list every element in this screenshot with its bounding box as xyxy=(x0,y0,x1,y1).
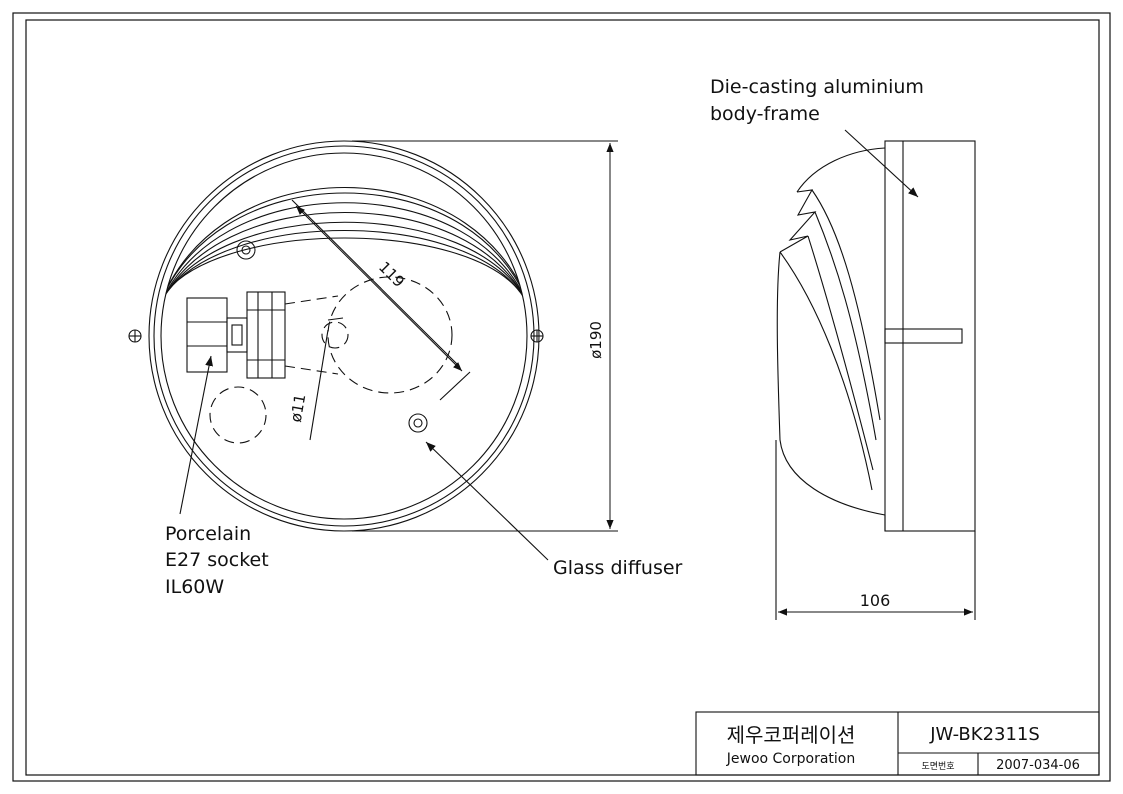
front-view xyxy=(128,140,618,561)
socket-label: Porcelain E27 socket IL60W xyxy=(165,523,275,598)
outer-border xyxy=(12,12,1111,782)
mounting-tab xyxy=(884,328,963,344)
body-label: Die-casting aluminium body-frame xyxy=(710,76,930,125)
outer-ring xyxy=(148,140,540,532)
drawing-number-label: 도면번호 xyxy=(921,761,954,772)
leader-diffuser xyxy=(425,441,549,561)
body-label-line1: Die-casting aluminium xyxy=(710,76,924,98)
bulb-length-dimension: 119 xyxy=(375,258,408,291)
guard-bars xyxy=(161,187,527,331)
screw-right xyxy=(530,329,544,343)
socket xyxy=(186,291,286,379)
socket-label-line3: IL60W xyxy=(165,576,224,598)
company-english: Jewoo Corporation xyxy=(726,751,855,767)
socket-dashed-circle xyxy=(209,386,267,444)
diffuser-edge xyxy=(160,152,528,520)
diffuser-dome xyxy=(776,251,886,516)
depth-dimension: 106 xyxy=(860,591,891,610)
title-block xyxy=(695,711,1100,776)
diffuser-label: Glass diffuser xyxy=(553,557,683,579)
diameter-dimension: ø190 xyxy=(587,321,605,359)
socket-label-line1: Porcelain xyxy=(165,523,251,545)
model-number: JW-BK2311S xyxy=(929,724,1040,745)
screw-left xyxy=(128,329,142,343)
leader-body xyxy=(844,129,919,198)
inner-border xyxy=(25,19,1100,776)
drawing-number: 2007-034-06 xyxy=(996,758,1080,773)
body-label-line2: body-frame xyxy=(710,103,820,125)
leader-socket xyxy=(179,355,213,515)
bulb xyxy=(284,276,453,394)
bulb-neck-dimension: ø11 xyxy=(287,393,310,424)
mounting-hole-top xyxy=(236,240,256,260)
mounting-hole-bottom xyxy=(408,413,428,433)
company-korean: 제우코퍼레이션 xyxy=(727,723,856,747)
socket-label-line2: E27 socket xyxy=(165,549,269,571)
guard-profile xyxy=(796,147,886,193)
side-view xyxy=(775,129,976,620)
